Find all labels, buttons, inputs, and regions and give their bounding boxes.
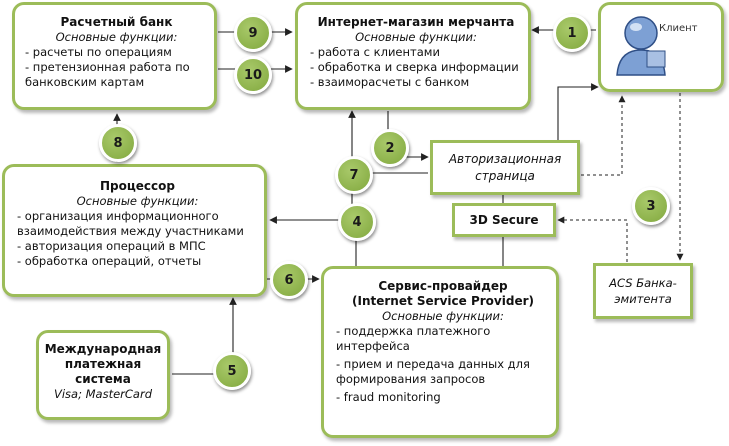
step-badge-10: 10 bbox=[234, 56, 272, 94]
service-provider-item: - fraud monitoring bbox=[336, 390, 441, 404]
client-figure bbox=[616, 16, 666, 76]
client-box: Клиент bbox=[598, 2, 724, 92]
processor-item: - авторизация операций в МПС bbox=[17, 239, 206, 253]
acs-issuer-box: ACS Банка-эмитента bbox=[593, 263, 693, 319]
processor-item: - обработка операций, отчеты bbox=[17, 254, 202, 268]
service-provider-box: Сервис-провайдер (Internet Service Provi… bbox=[321, 266, 559, 438]
settlement-bank-box: Расчетный банк Основные функции: - расче… bbox=[12, 2, 217, 110]
payment-system-title: Международная платежная система bbox=[44, 342, 162, 386]
processor-title: Процессор bbox=[100, 179, 175, 193]
step-badge-8: 8 bbox=[99, 124, 137, 162]
3d-secure-label: 3D Secure bbox=[469, 213, 539, 227]
service-provider-title-en: (Internet Service Provider) bbox=[352, 294, 534, 308]
merchant-store-subtitle: Основные функции: bbox=[355, 30, 477, 44]
service-provider-title: Сервис-провайдер bbox=[378, 279, 508, 293]
merchant-store-item: - взаиморасчеты с банком bbox=[310, 75, 470, 89]
service-provider-subtitle: Основные функции: bbox=[382, 309, 504, 323]
processor-box: Процессор Основные функции: - организаци… bbox=[2, 164, 267, 297]
settlement-bank-subtitle: Основные функции: bbox=[55, 30, 178, 44]
step-badge-5: 5 bbox=[213, 352, 251, 390]
step-badge-3: 3 bbox=[632, 187, 670, 225]
processor-subtitle: Основные функции: bbox=[76, 194, 199, 208]
dashed-acs-secure-3 bbox=[557, 216, 628, 262]
processor-item: - организация информационного взаимодейс… bbox=[17, 209, 244, 238]
settlement-bank-item: - расчеты по операциям bbox=[25, 45, 172, 59]
step-badge-9: 9 bbox=[234, 14, 272, 52]
client-label: Клиент bbox=[659, 23, 698, 34]
step-badge-2: 2 bbox=[371, 129, 409, 167]
merchant-store-title: Интернет-магазин мерчанта bbox=[317, 15, 515, 29]
acs-issuer-label: ACS Банка-эмитента bbox=[609, 276, 677, 306]
step-badge-6: 6 bbox=[270, 261, 308, 299]
payment-system-subtitle: Visa; MasterCard bbox=[53, 387, 152, 401]
dashed-auth-client bbox=[581, 95, 626, 176]
arrow-auth-client bbox=[557, 83, 599, 140]
merchant-store-box: Интернет-магазин мерчанта Основные функц… bbox=[295, 2, 531, 110]
step-badge-7: 7 bbox=[335, 156, 373, 194]
service-provider-item: - прием и передача данных для формирован… bbox=[336, 357, 530, 386]
settlement-bank-title: Расчетный банк bbox=[60, 15, 173, 29]
payment-system-box: Международная платежная система Visa; Ma… bbox=[36, 330, 170, 420]
merchant-store-item: - обработка и сверка информации bbox=[310, 60, 519, 74]
auth-page-label: Авторизационная страница bbox=[448, 151, 562, 183]
step-badge-4: 4 bbox=[338, 203, 376, 241]
auth-page-box: Авторизационная страница bbox=[430, 140, 580, 195]
3d-secure-box: 3D Secure bbox=[452, 203, 556, 237]
service-provider-item: - поддержка платежного интерфейса bbox=[336, 324, 491, 353]
settlement-bank-item: - претензионная работа по банковским кар… bbox=[25, 60, 190, 89]
step-badge-1: 1 bbox=[553, 14, 591, 52]
merchant-store-item: - работа с клиентами bbox=[310, 45, 440, 59]
